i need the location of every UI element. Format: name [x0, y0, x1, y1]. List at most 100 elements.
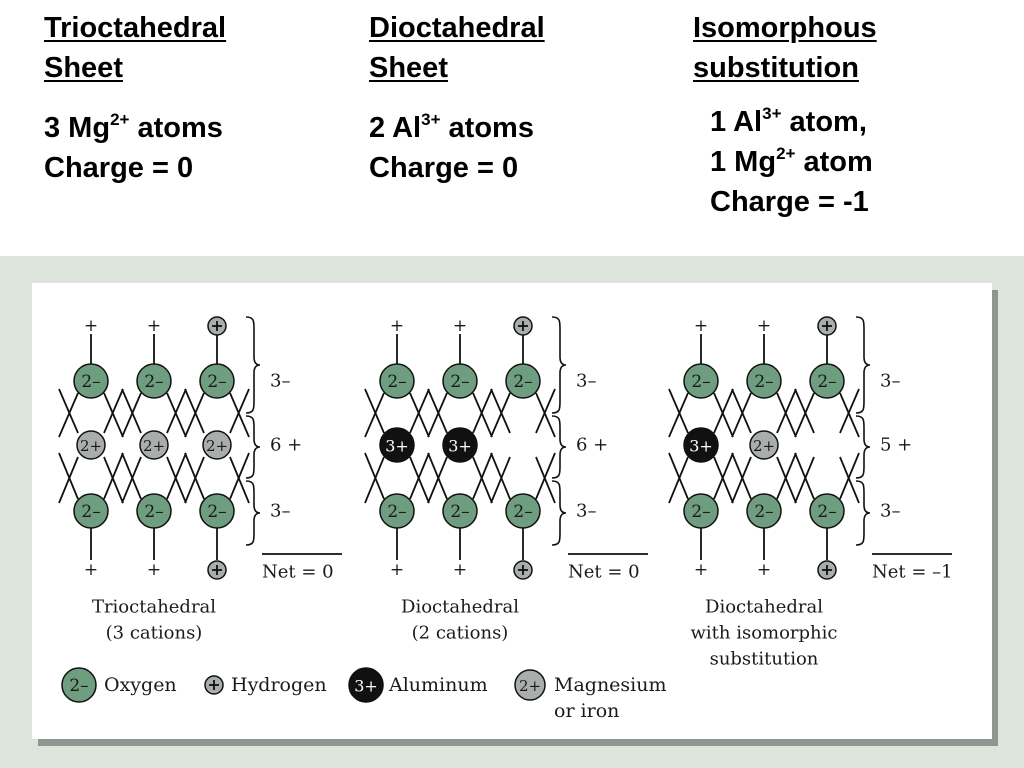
bond-line	[731, 388, 752, 434]
bond-line	[490, 456, 511, 504]
bond-line	[121, 392, 142, 438]
charge-plus: +	[390, 560, 404, 580]
bond-line	[364, 452, 385, 500]
charge-plus: +	[757, 560, 771, 580]
bond-line	[776, 392, 797, 438]
oxygen-label: 2–	[207, 502, 226, 522]
layer-brace	[245, 415, 261, 479]
bond-line	[229, 456, 250, 504]
aluminum-label: 3+	[448, 437, 472, 456]
charge-plus: +	[390, 316, 404, 336]
bond-line	[409, 456, 430, 504]
magnesium-icon	[749, 430, 779, 460]
charge-plus: +	[757, 316, 771, 336]
legend-magnesium-icon	[514, 669, 546, 701]
charge-line: Charge = 0	[369, 152, 519, 184]
layer-brace	[855, 480, 871, 546]
oxygen-icon	[442, 493, 478, 529]
oxygen-label: 2–	[387, 502, 406, 522]
cation-line: 2 Al3+ atoms	[369, 110, 534, 144]
bond-line	[409, 452, 430, 500]
oxygen-icon	[136, 363, 172, 399]
oxygen-icon	[199, 363, 235, 399]
oxygen-icon	[809, 493, 845, 529]
bond-line	[490, 452, 511, 500]
structure-caption: with isomorphic	[690, 623, 837, 644]
bond-line	[794, 392, 815, 438]
oxygen-label: 2–	[387, 372, 406, 392]
bond-line	[364, 388, 385, 434]
bond-line	[713, 452, 734, 500]
legend-magnesium-label: 2+	[519, 677, 541, 695]
oxygen-icon	[199, 493, 235, 529]
bond-line	[794, 452, 815, 500]
bond-line	[668, 452, 689, 500]
bond-line	[409, 392, 430, 438]
legend-oxygen-label: 2–	[69, 676, 88, 696]
layer-brace	[855, 316, 871, 414]
bond-line	[839, 392, 860, 438]
bond-line	[409, 388, 430, 434]
layer-charge: 3–	[576, 371, 596, 392]
legend-label-hydrogen: Hydrogen	[231, 674, 327, 696]
bond-line	[490, 388, 511, 434]
bond-line	[58, 392, 79, 438]
bond-line	[839, 452, 860, 500]
legend-aluminum-icon	[348, 667, 384, 703]
bond-line	[535, 456, 556, 504]
bond-line	[427, 392, 448, 438]
magnesium-label: 2+	[80, 437, 102, 455]
layer-charge: 3–	[576, 501, 596, 522]
bond-line	[166, 456, 187, 504]
layer-charge: 5 +	[880, 435, 912, 456]
legend-label-magnesium: Magnesium	[554, 674, 667, 696]
layer-brace	[245, 480, 261, 546]
legend-label-oxygen: Oxygen	[104, 674, 177, 696]
oxygen-icon	[683, 493, 719, 529]
bond-line	[668, 388, 689, 434]
layer-charge: 3–	[270, 371, 290, 392]
charge-plus: +	[694, 316, 708, 336]
bond-line	[713, 392, 734, 438]
magnesium-icon	[202, 430, 232, 460]
bond-line	[427, 388, 448, 434]
bond-line	[776, 452, 797, 500]
oxygen-label: 2–	[691, 372, 710, 392]
oxygen-icon	[746, 363, 782, 399]
bond-line	[731, 392, 752, 438]
oxygen-icon	[379, 363, 415, 399]
bond-line	[184, 456, 205, 504]
bond-line	[364, 456, 385, 504]
oxygen-label: 2–	[450, 372, 469, 392]
bond-line	[713, 456, 734, 504]
bond-line	[103, 452, 124, 500]
oxygen-icon	[505, 363, 541, 399]
oxygen-icon	[442, 363, 478, 399]
net-charge: Net = –1	[872, 562, 953, 583]
layer-charge: 3–	[880, 371, 900, 392]
layer-brace	[855, 415, 871, 479]
cation-line: 3 Mg2+ atoms	[44, 110, 223, 144]
oxygen-icon	[73, 493, 109, 529]
bond-line	[472, 392, 493, 438]
bond-line	[58, 388, 79, 434]
layer-brace	[245, 316, 261, 414]
bond-line	[364, 392, 385, 438]
legend-oxygen-icon	[61, 667, 97, 703]
bond-line	[776, 388, 797, 434]
bond-line	[427, 456, 448, 504]
layer-charge: 3–	[880, 501, 900, 522]
structure-caption: Dioctahedral	[401, 597, 519, 618]
bond-line	[535, 388, 556, 434]
layer-charge: 3–	[270, 501, 290, 522]
bond-line	[472, 388, 493, 434]
bond-line	[58, 456, 79, 504]
bond-line	[229, 392, 250, 438]
octahedral-sheet-diagram: ++2–2–2–2–2–2–2+2+2+++3–6 +3–Net = 0Trio…	[58, 316, 953, 722]
bond-line	[731, 452, 752, 500]
magnesium-icon	[139, 430, 169, 460]
bond-line	[166, 452, 187, 500]
